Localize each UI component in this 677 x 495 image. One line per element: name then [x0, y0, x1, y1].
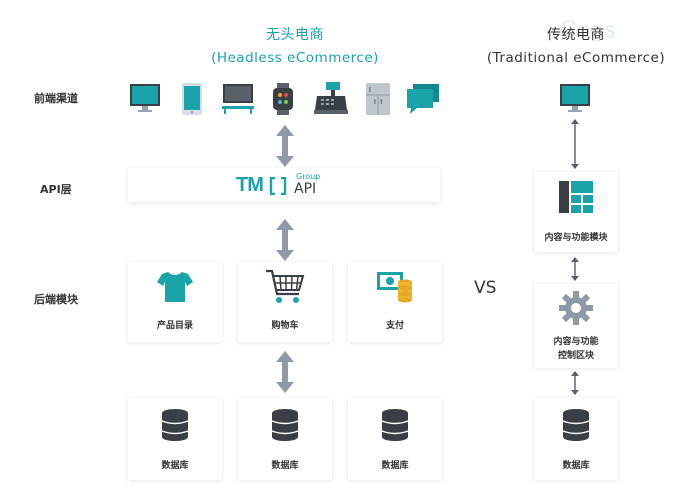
row-label-backend: 后端模块 [34, 293, 78, 306]
database-icon [562, 409, 590, 441]
vs-label: VS [474, 278, 497, 298]
traditional-content-module-label: 内容与功能模块 [544, 233, 608, 243]
api-logo: TM Group API [236, 172, 346, 198]
row-label-api: API层 [40, 183, 72, 196]
bracket-logo-icon [269, 177, 287, 195]
database-icon [381, 409, 409, 441]
database-card-3: 数据库 [348, 398, 442, 480]
gear-icon [559, 291, 593, 325]
traditional-control-label-1: 内容与功能 [553, 337, 599, 347]
tshirt-icon [157, 272, 193, 302]
traditional-title-cn: 传统电商 [547, 27, 605, 43]
smartwatch-icon [273, 83, 293, 115]
payment-icon [377, 272, 412, 303]
traditional-content-module-card: 内容与功能模块 [534, 172, 618, 252]
api-logo-group: Group [296, 172, 321, 181]
row-label-frontend: 前端渠道 [34, 92, 78, 105]
cash-register-icon [314, 82, 348, 114]
thin-arrow-traditional-3 [571, 371, 579, 395]
thin-arrow-traditional-1 [571, 119, 579, 169]
traditional-database-label: 数据库 [562, 461, 590, 471]
database-label-1: 数据库 [161, 461, 189, 471]
fridge-icon [366, 83, 390, 115]
database-label-3: 数据库 [381, 461, 409, 471]
desktop-monitor-icon [560, 84, 590, 112]
arrow-frontend-api [276, 125, 294, 167]
database-card-1: 数据库 [128, 398, 222, 480]
headless-title-en: (Headless eCommerce) [211, 50, 379, 66]
api-logo-api: API [294, 181, 317, 197]
watermark: Cogs [560, 18, 616, 43]
backend-card-product-catalog: 产品目录 [128, 262, 222, 342]
arrow-api-backend [276, 219, 294, 261]
chat-bubble-icon [407, 84, 439, 114]
layout-grid-icon [559, 181, 593, 213]
traditional-title-en: (Traditional eCommerce) [486, 50, 666, 66]
api-layer-card: TM Group API [128, 168, 440, 202]
backend-label-shopping-cart: 购物车 [271, 321, 299, 331]
database-label-2: 数据库 [271, 461, 299, 471]
traditional-title: 传统电商 (Traditional eCommerce) [476, 24, 676, 66]
headless-title: 无头电商 (Headless eCommerce) [190, 24, 400, 66]
api-logo-brand: TM [236, 174, 264, 196]
traditional-database-card: 数据库 [534, 398, 618, 480]
backend-label-product-catalog: 产品目录 [156, 321, 193, 331]
traditional-control-card: 内容与功能 控制区块 [534, 284, 618, 368]
backend-card-payment: 支付 [348, 262, 442, 342]
database-icon [161, 409, 189, 441]
backend-card-shopping-cart: 购物车 [238, 262, 332, 342]
thin-arrow-traditional-2 [571, 257, 579, 281]
database-icon [271, 409, 299, 441]
database-card-2: 数据库 [238, 398, 332, 480]
backend-label-payment: 支付 [385, 321, 404, 331]
tv-icon [222, 84, 254, 114]
traditional-control-label-2: 控制区块 [557, 351, 594, 361]
shopping-cart-icon [266, 269, 305, 303]
tablet-icon [182, 83, 202, 115]
arrow-backend-database [276, 351, 294, 393]
desktop-monitor-icon [130, 84, 160, 112]
headless-title-cn: 无头电商 [266, 27, 324, 43]
